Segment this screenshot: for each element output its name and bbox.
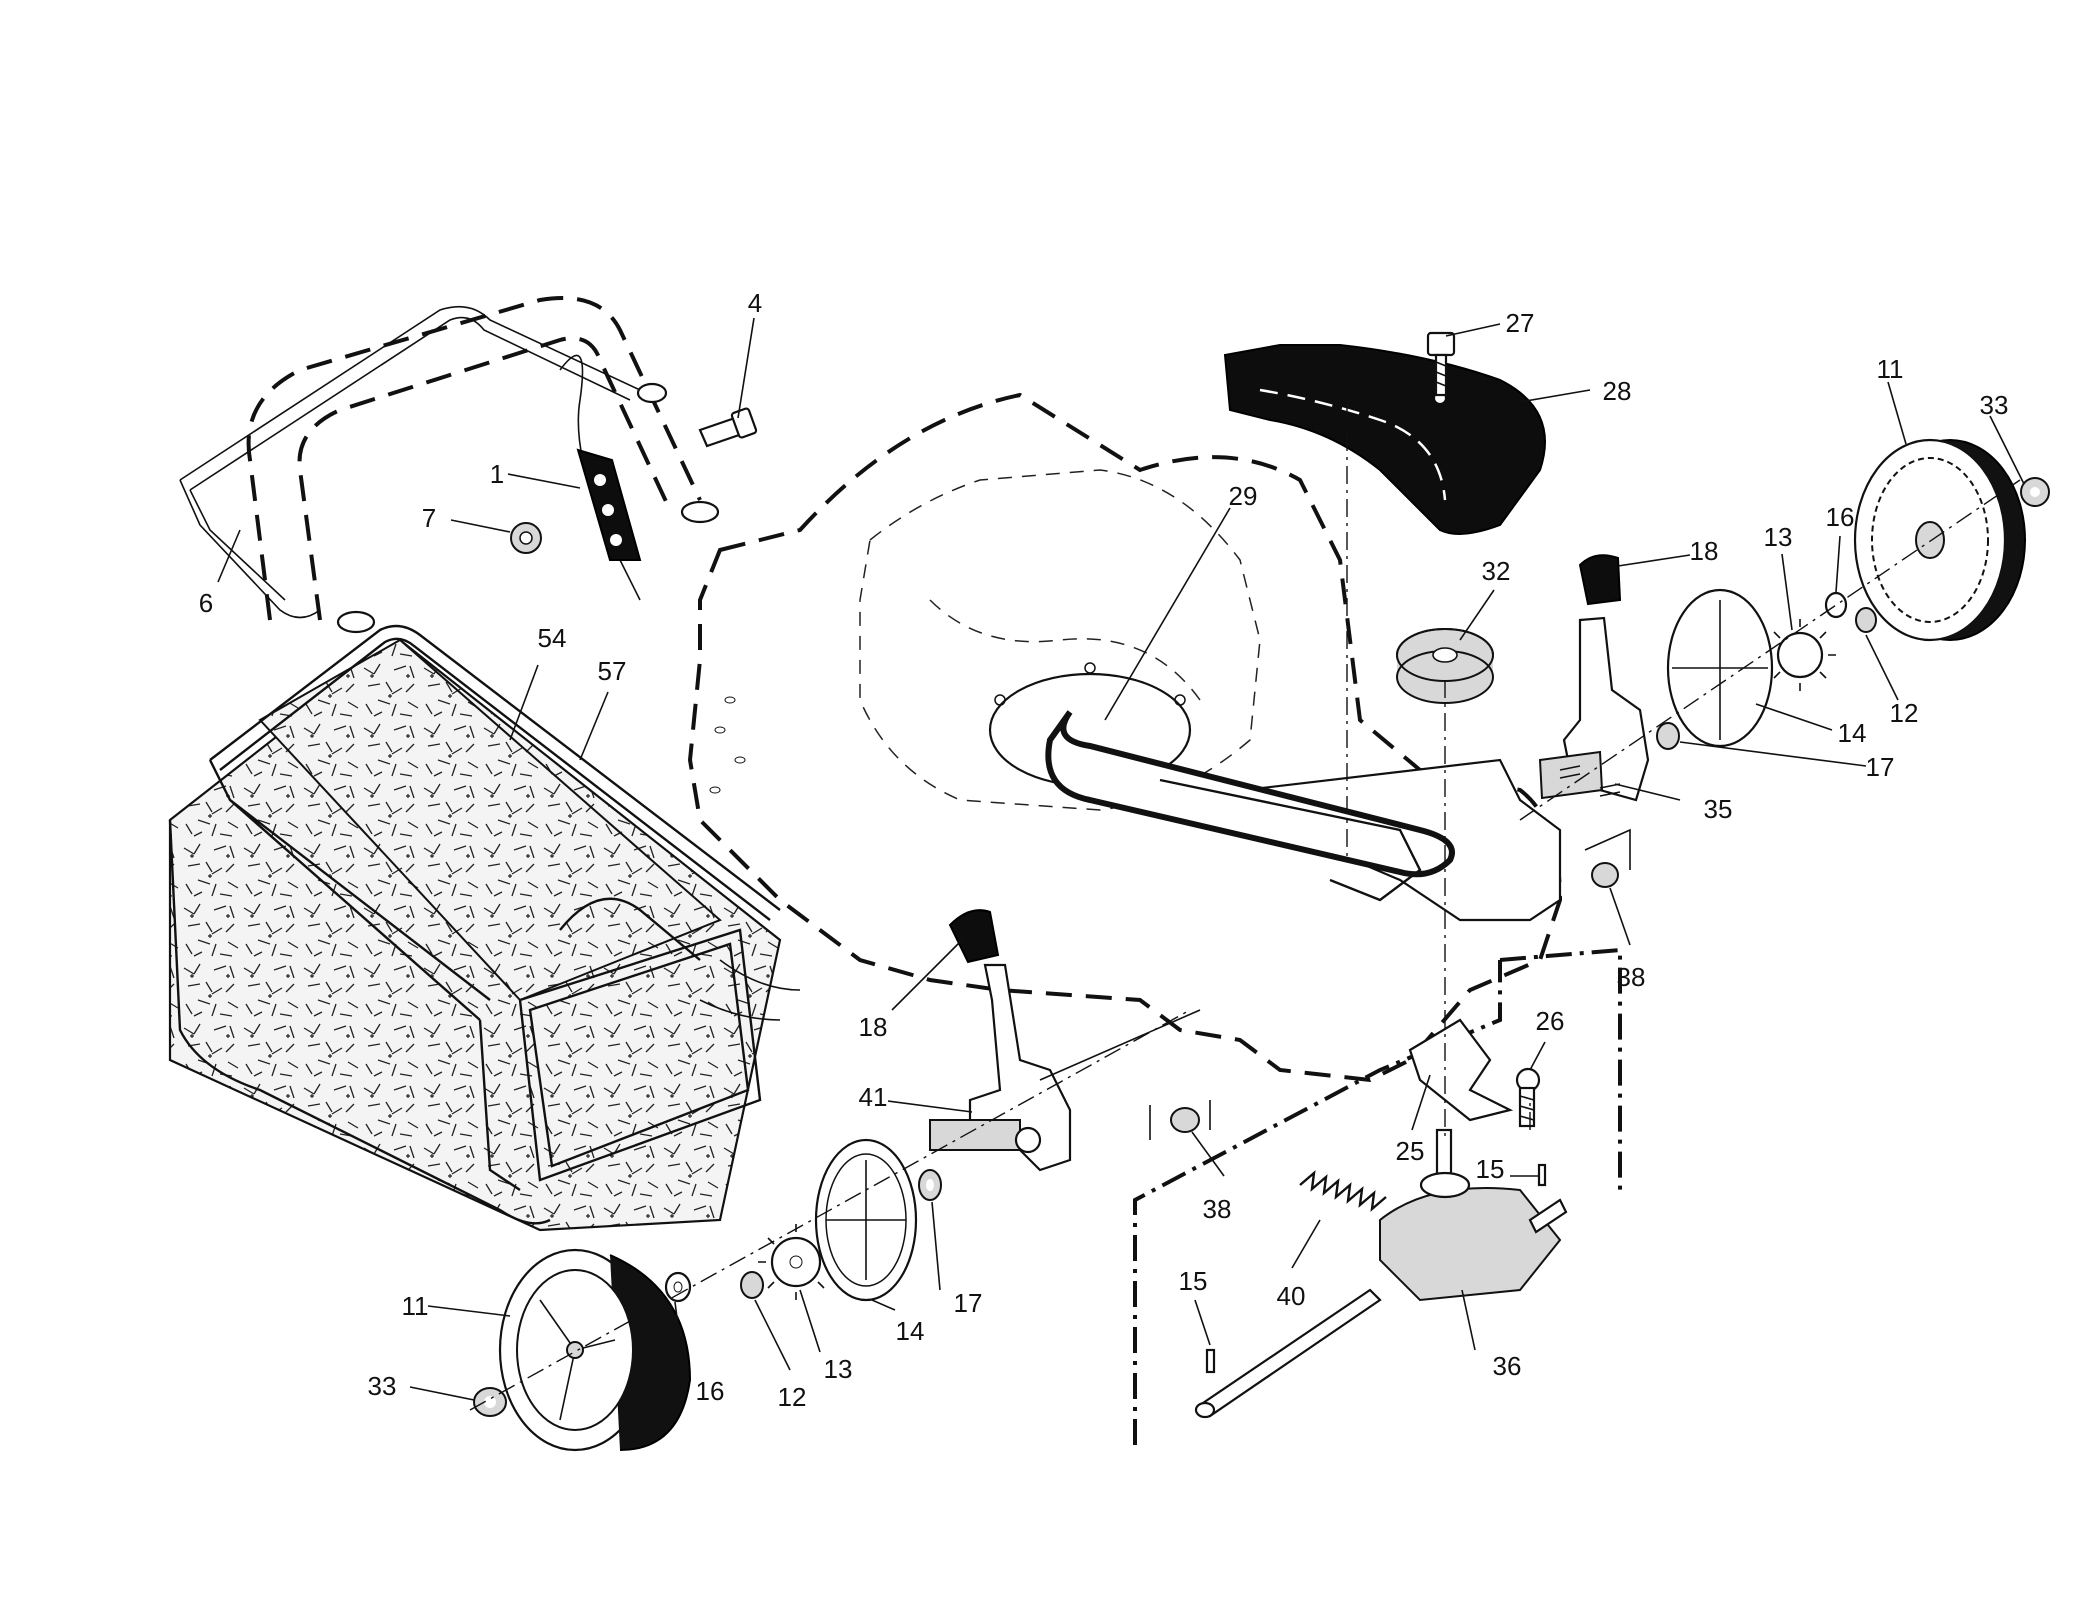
label-11b: 11 [1877,354,1904,384]
label-54: 54 [538,623,567,653]
drive-gear-right [1666,588,1774,748]
label-36: 36 [1493,1351,1522,1381]
label-40: 40 [1277,1281,1306,1311]
drive-belt [1045,710,1455,902]
label-6: 6 [199,588,213,618]
clip-right [1855,607,1877,633]
label-17a: 17 [954,1288,983,1318]
label-15b: 15 [1476,1154,1505,1184]
part-labels: 1 4 6 7 11 11 16 16 12 12 13 13 14 14 17… [199,288,2009,1412]
spring [1299,1170,1387,1212]
nut-left [473,1387,507,1417]
label-25: 25 [1396,1136,1425,1166]
nut-38-upper [1591,862,1619,888]
pinion-right [1764,619,1836,691]
grass-bag [168,624,782,1232]
leader-lines [217,317,2025,1401]
label-17b: 17 [1866,752,1895,782]
label-16a: 16 [696,1376,725,1406]
label-4: 4 [748,288,762,318]
label-12b: 12 [1890,698,1919,728]
label-35: 35 [1704,794,1733,824]
label-1: 1 [490,459,504,489]
handle-nut [510,522,542,554]
label-14b: 14 [1838,718,1867,748]
handle-assembly [179,296,720,634]
pin-lower [1205,1348,1216,1374]
label-28: 28 [1603,376,1632,406]
clip-left [740,1271,764,1299]
height-adjuster-right [1538,554,1650,802]
label-13b: 13 [1764,522,1793,552]
label-15a: 15 [1179,1266,1208,1296]
height-adjuster-left [929,909,1072,1172]
label-29: 29 [1229,481,1258,511]
label-38b: 38 [1617,962,1646,992]
label-14a: 14 [896,1316,925,1346]
drive-gear-left [814,1138,918,1302]
belt-cover [1223,344,1546,535]
nut-right [2020,477,2050,507]
label-41: 41 [859,1082,888,1112]
label-27: 27 [1506,308,1535,338]
pin-upper [1537,1163,1547,1187]
label-18b: 18 [1690,536,1719,566]
control-bracket [576,448,642,561]
label-38a: 38 [1203,1194,1232,1224]
label-11a: 11 [402,1291,429,1321]
label-12a: 12 [778,1382,807,1412]
label-16b: 16 [1826,502,1855,532]
label-13a: 13 [824,1354,853,1384]
wheel-left [498,1248,692,1452]
transmission-bracket [1408,1018,1514,1122]
label-57: 57 [598,656,627,686]
transmission-outline [1133,947,1622,1445]
transmission-screw [1515,1067,1541,1128]
wheel-right [1853,438,2026,642]
transmission [1194,1128,1568,1419]
washer-left-17 [918,1169,942,1201]
label-7: 7 [422,503,436,533]
label-33b: 33 [1980,390,2009,420]
handle-bolt [698,407,758,448]
label-26: 26 [1536,1006,1565,1036]
cover-bolt [1426,331,1456,397]
washer-right [1824,591,1848,619]
label-32: 32 [1482,556,1511,586]
nut-38-lower [1170,1107,1200,1133]
label-18a: 18 [859,1012,888,1042]
washer-right-17 [1656,722,1680,750]
label-33a: 33 [368,1371,397,1401]
washer-left [664,1271,692,1303]
